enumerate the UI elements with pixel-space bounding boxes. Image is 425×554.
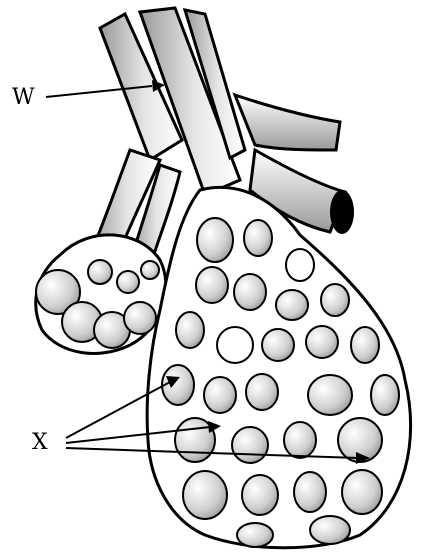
label-w: W [12, 85, 35, 110]
vessel-opening [330, 190, 354, 234]
label-x: X [32, 430, 48, 455]
main-alveolar-sac [147, 187, 410, 547]
left-alveolar-sac [36, 235, 166, 354]
